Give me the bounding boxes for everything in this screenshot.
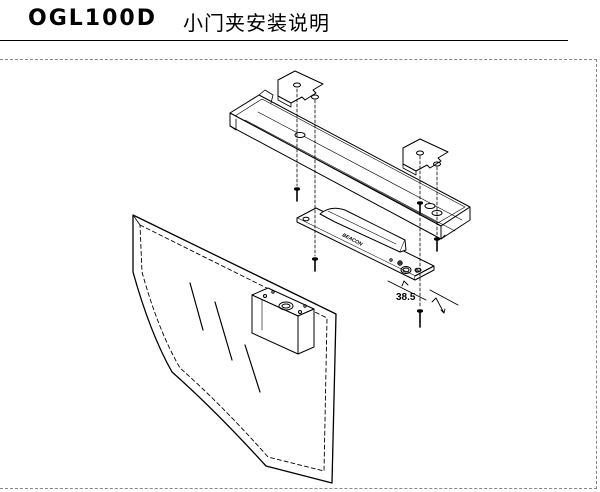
mounting-bracket-right: [402, 138, 449, 176]
bottom-plate: BEACON: [296, 207, 435, 281]
document-header: OGL100D 小门夹安装说明: [0, 0, 600, 38]
screw-right: [433, 237, 441, 252]
screw-top-right: [416, 201, 424, 216]
bottom-clamp: [251, 287, 315, 355]
screw-bottom: [416, 309, 424, 328]
model-number: OGL100D: [28, 6, 157, 31]
screws: [293, 187, 441, 328]
dimension-marker: 38.5: [387, 280, 459, 314]
glass-door-panel: [132, 214, 337, 484]
screw-top-left-2: [311, 257, 319, 272]
screw-top-left: [293, 187, 301, 202]
document-title: 小门夹安装说明: [183, 11, 330, 35]
header-rule: [0, 40, 568, 41]
mounting-bracket-left: [277, 70, 324, 108]
dimension-label: 38.5: [396, 292, 416, 303]
drawing-frame: [0, 59, 597, 489]
u-channel-header: [229, 89, 471, 240]
alignment-lines: [296, 88, 438, 309]
